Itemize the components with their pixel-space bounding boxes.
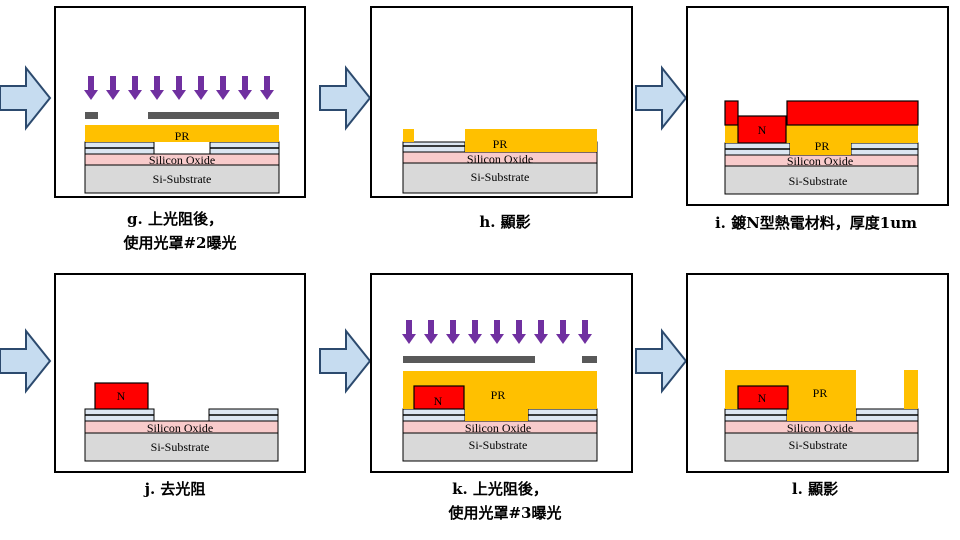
substrate-label: Si-Substrate [789,438,848,452]
oxide-label: Silicon Oxide [467,152,533,166]
caption-g-line2: 使用光罩#2曝光 [122,234,236,252]
caption-h: h. 顯影 [479,213,530,231]
uv-exposure-arrows [402,320,592,344]
n-type-leg [737,385,789,410]
flow-arrow-6 [635,328,688,394]
caption-g-line1: g. 上光阻後， [127,210,223,228]
n-label: N [117,389,126,403]
flow-arrow-2 [319,65,372,131]
pr-label: PR [815,139,830,153]
caption-i: i. 鍍N型熱電材料，厚度1um [715,214,917,232]
caption-k-line1: k. 上光阻後， [452,480,548,498]
flow-arrow-3 [635,65,688,131]
panel-h: PR Silicon Oxide Si-Substrate h. 顯影 [370,6,633,231]
uv-exposure-arrows [84,76,274,100]
oxide-label: Silicon Oxide [787,154,853,168]
panel-l: N PR Silicon Oxide Si-Substrate l. 顯影 [686,273,949,498]
substrate-label: Si-Substrate [789,174,848,188]
pr-label: PR [175,129,190,143]
flow-arrow-4 [0,328,52,394]
photomask-2 [85,112,279,119]
n-type-leg [94,382,149,410]
n-label: N [434,394,443,408]
substrate-label: Si-Substrate [471,170,530,184]
pr-label: PR [813,386,828,400]
flow-arrow-1 [0,65,52,131]
n-type-leg [413,385,465,410]
pr-label: PR [493,137,508,151]
substrate-label: Si-Substrate [469,438,528,452]
oxide-layer [84,153,280,166]
oxide-label: Silicon Oxide [147,421,213,435]
n-type-material [724,100,919,144]
photoresist-layer [85,125,279,142]
substrate-label: Si-Substrate [153,172,212,186]
panel-i: N PR Silicon Oxide Si-Substrate i. 鍍N型熱電… [686,6,949,232]
photomask-3 [403,356,597,363]
caption-l: l. 顯影 [792,480,838,498]
panel-j: N Silicon Oxide Si-Substrate j. 去光阻 [54,273,306,498]
oxide-label: Silicon Oxide [787,421,853,435]
photoresist-remaining [403,129,414,142]
n-label: N [758,123,767,137]
panel-g: PR Silicon Oxide Si-Substrate g. 上光阻後， 使… [54,6,306,252]
caption-k-line2: 使用光罩#3曝光 [447,504,561,522]
substrate-layer [84,164,280,194]
oxide-label: Silicon Oxide [465,421,531,435]
panel-k: N PR Silicon Oxide Si-Substrate k. 上光阻後，… [370,273,633,522]
oxide-label: Silicon Oxide [149,153,215,167]
flow-arrow-5 [319,328,372,394]
n-label: N [758,391,767,405]
substrate-label: Si-Substrate [151,440,210,454]
pr-label: PR [491,388,506,402]
caption-j: j. 去光阻 [143,480,206,498]
